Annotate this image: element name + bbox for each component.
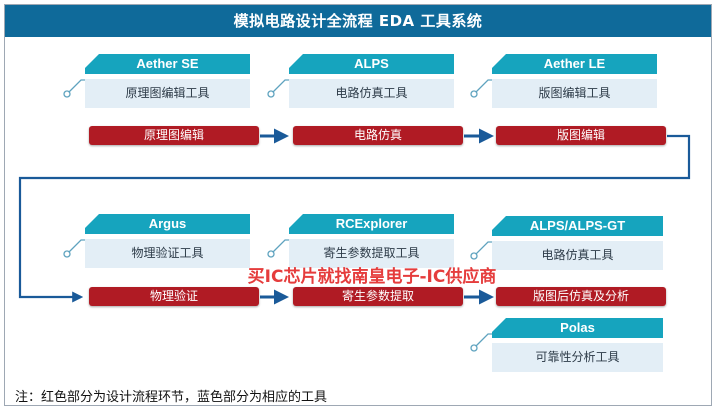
tool-desc-aether-se: 原理图编辑工具	[85, 79, 250, 108]
tool-desc-alps-gt: 电路仿真工具	[492, 241, 663, 270]
step-layout-edit: 版图编辑	[496, 126, 666, 145]
connector-dot-aether-se	[63, 90, 71, 98]
connector-dot-argus	[63, 250, 71, 258]
connector-layer	[18, 79, 691, 352]
tool-desc-rcexplorer: 寄生参数提取工具	[289, 239, 454, 268]
tool-name-aether-le: Aether LE	[492, 54, 657, 74]
connector-argus	[66, 239, 85, 255]
connector-dot-polas	[470, 344, 478, 352]
flow-arrow-wrap	[18, 134, 691, 303]
diagram-frame: 模拟电路设计全流程 EDA 工具系统	[4, 4, 712, 406]
connector-dot-alps-gt	[470, 252, 478, 260]
step-circuit-sim: 电路仿真	[293, 126, 463, 145]
flow-arrows	[18, 128, 691, 305]
watermark-text: 买IC芯片就找南皇电子-IC供应商	[247, 267, 497, 287]
tool-name-alps: ALPS	[289, 54, 454, 74]
connector-dot-aether-le	[470, 90, 478, 98]
tool-desc-alps: 电路仿真工具	[289, 79, 454, 108]
tool-connectors-row2	[63, 239, 492, 352]
tool-desc-polas: 可靠性分析工具	[492, 343, 663, 372]
connector-polas	[473, 333, 492, 349]
tool-name-argus: Argus	[85, 214, 250, 234]
tool-name-rcexplorer: RCExplorer	[289, 214, 454, 234]
connector-alps	[270, 79, 289, 95]
step-physical-verification: 物理验证	[89, 287, 259, 306]
connector-alps-gt	[473, 241, 492, 257]
diagram-title: 模拟电路设计全流程 EDA 工具系统	[5, 5, 711, 37]
tool-name-polas: Polas	[492, 318, 663, 338]
footnote: 注：红色部分为设计流程环节，蓝色部分为相应的工具	[15, 390, 328, 405]
tool-connectors-row1	[63, 79, 492, 98]
step-parasitic-extraction: 寄生参数提取	[293, 287, 463, 306]
step-post-layout-sim: 版图后仿真及分析	[496, 287, 666, 306]
tool-desc-argus: 物理验证工具	[85, 239, 250, 268]
connector-aether-le	[473, 79, 492, 95]
connector-dot-rcexplorer	[267, 250, 275, 258]
step-schematic-edit: 原理图编辑	[89, 126, 259, 145]
tool-desc-aether-le: 版图编辑工具	[492, 79, 657, 108]
connector-rcexplorer	[270, 239, 289, 255]
connector-dot-alps	[267, 90, 275, 98]
tool-name-aether-se: Aether SE	[85, 54, 250, 74]
tool-name-alps-gt: ALPS/ALPS-GT	[492, 216, 663, 236]
connector-aether-se	[66, 79, 85, 95]
